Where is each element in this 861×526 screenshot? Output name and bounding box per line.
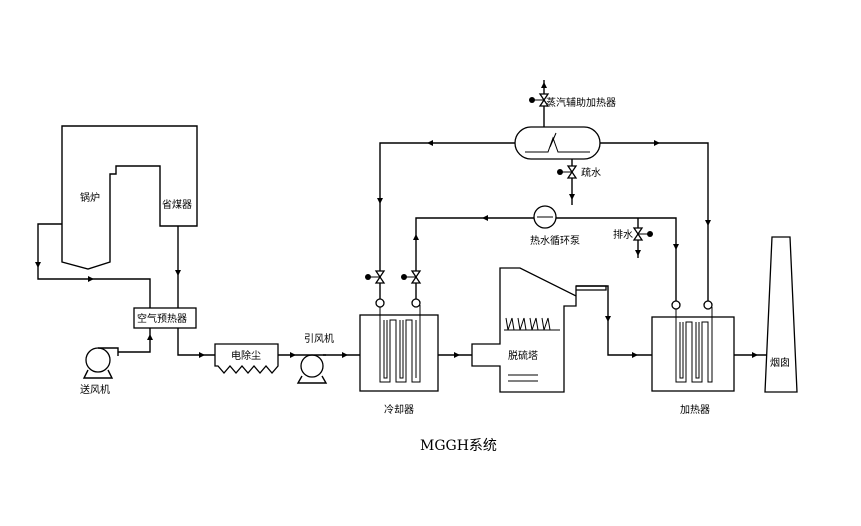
heater-label: 加热器	[680, 403, 710, 416]
steam-inlet-valve	[529, 93, 550, 107]
air-preheater-label: 空气预热器	[137, 312, 187, 325]
air-preheater: 空气预热器	[133, 307, 197, 329]
desulfurization-label: 脱硫塔	[508, 349, 538, 362]
chimney-label: 烟囱	[770, 356, 790, 369]
cooler: 冷却器	[359, 298, 439, 416]
discharge-valve: 排水	[613, 227, 653, 241]
heater: 加热器	[651, 300, 735, 416]
desulfurization-tower: 脱硫塔	[471, 267, 607, 393]
steam-heater-label: 蒸汽辅助加热器	[546, 96, 616, 109]
drain-valve: 疏水	[557, 165, 601, 179]
cooler-right-valve	[401, 270, 422, 284]
hot-water-circulation-pump: 热水循环泵	[530, 205, 580, 247]
induced-draft-fan: 引风机	[296, 332, 334, 384]
cooler-left-valve	[365, 270, 386, 284]
boiler-air-loop	[37, 223, 151, 308]
cooler-label: 冷却器	[384, 403, 414, 416]
forced-fan-label: 送风机	[80, 383, 110, 396]
esp-label: 电除尘	[231, 349, 261, 362]
electrostatic-precipitator: 电除尘	[214, 343, 279, 374]
economizer-label: 省煤器	[162, 198, 192, 211]
induced-fan-label: 引风机	[304, 332, 334, 345]
drain-label: 疏水	[581, 166, 601, 179]
boiler-label: 锅炉	[80, 192, 100, 204]
circulation-pump-label: 热水循环泵	[530, 234, 580, 247]
chimney: 烟囱	[764, 236, 798, 393]
boiler: 锅炉 省煤器	[61, 125, 198, 270]
steam-auxiliary-heater: 蒸汽辅助加热器	[514, 96, 616, 160]
forced-draft-fan: 送风机	[80, 347, 119, 396]
discharge-label: 排水	[613, 228, 633, 241]
diagram-caption: MGGH系统	[420, 438, 497, 454]
